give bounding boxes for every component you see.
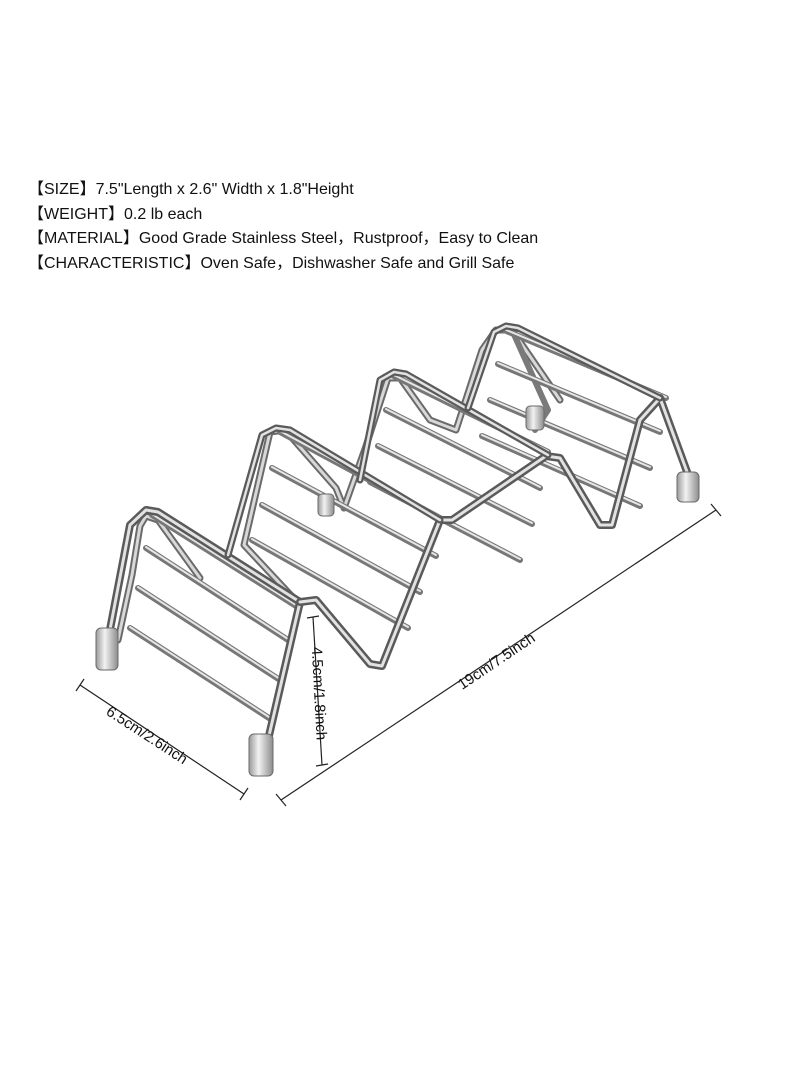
spec-characteristic-label: 【CHARACTERISTIC】 (28, 254, 201, 272)
spec-weight: 【WEIGHT】0.2 lb each (28, 203, 538, 228)
width-dimension-line (79, 684, 245, 795)
foot-cap-back-right (676, 471, 700, 503)
spec-weight-value: 0.2 lb each (124, 205, 203, 223)
spec-material: 【MATERIAL】Good Grade Stainless Steel，Rus… (28, 227, 538, 252)
spec-list: 【SIZE】7.5"Length x 2.6" Width x 1.8"Heig… (28, 178, 538, 276)
foot-cap-back-left (317, 493, 335, 517)
spec-characteristic-value: Oven Safe，Dishwasher Safe and Grill Safe (200, 254, 515, 272)
dimension-lines (75, 503, 722, 807)
foot-cap-front-left (95, 627, 119, 671)
height-dimension-line (312, 616, 323, 766)
rack-front-frame (104, 322, 694, 744)
spec-material-value: Good Grade Stainless Steel，Rustproof，Eas… (138, 230, 539, 247)
length-dimension-line (280, 509, 717, 801)
spec-characteristic: 【CHARACTERISTIC】Oven Safe，Dishwasher Saf… (28, 252, 538, 277)
rack-back-frame (114, 326, 564, 644)
foot-cap-front-mid (248, 733, 274, 777)
spec-size: 【SIZE】7.5"Length x 2.6" Width x 1.8"Heig… (28, 178, 538, 203)
spec-weight-label: 【WEIGHT】 (28, 205, 124, 223)
foot-cap-back-mid (525, 405, 545, 431)
rack-crossbars (127, 327, 669, 723)
spec-size-label: 【SIZE】 (28, 181, 96, 198)
rack-foot-caps (95, 405, 700, 777)
spec-size-value: 7.5"Length x 2.6" Width x 1.8"Height (95, 181, 354, 198)
spec-material-label: 【MATERIAL】 (28, 230, 139, 247)
